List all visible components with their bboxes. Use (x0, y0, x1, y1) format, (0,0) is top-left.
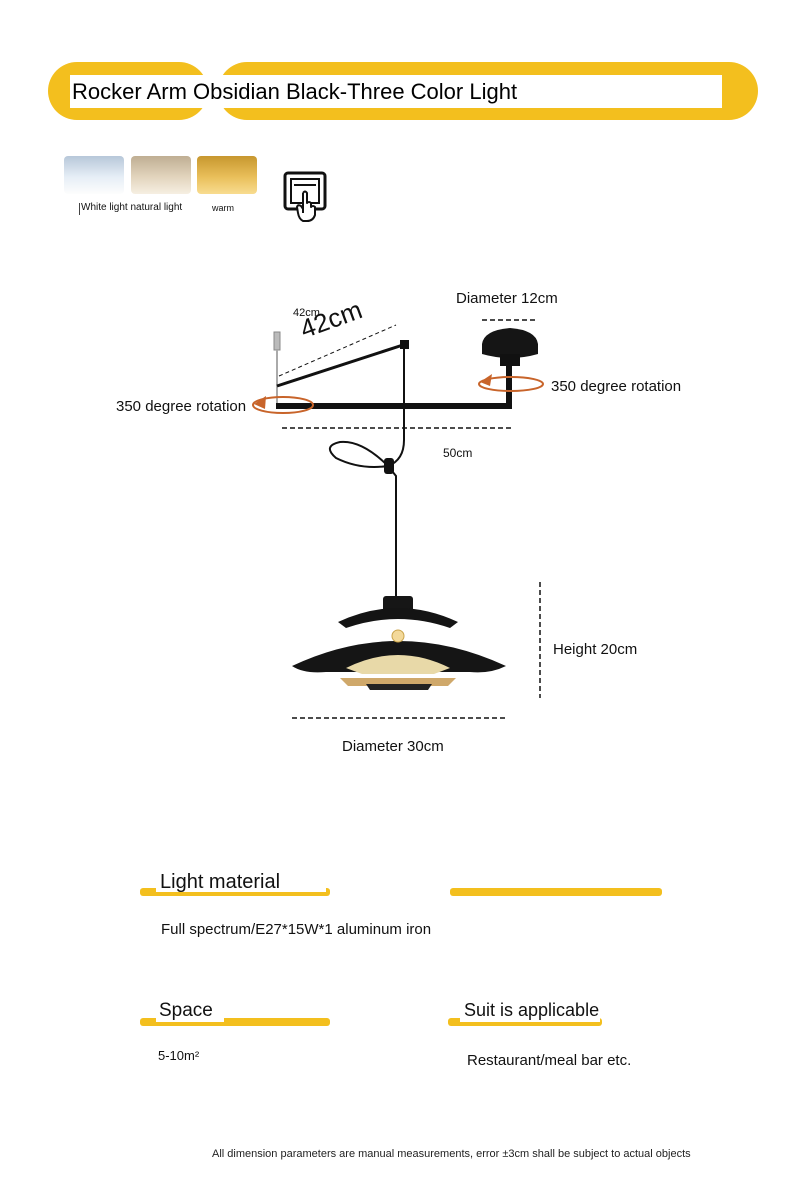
space-value: 5-10m² (158, 1048, 200, 1063)
caption-divider (79, 203, 80, 215)
pendant-cable (329, 348, 405, 600)
wall-hook (273, 331, 281, 351)
light-material-value: Full spectrum/E27*15W*1 aluminum iron (161, 921, 432, 938)
rotation-right-label: 350 degree rotation (551, 378, 682, 395)
light-material-bar-right (450, 888, 662, 896)
applicable-value: Restaurant/meal bar etc. (467, 1052, 632, 1069)
space-bar (140, 1018, 330, 1026)
ceiling-diameter-label: Diameter 12cm (456, 290, 558, 307)
space-title: Space (159, 1000, 213, 1021)
warm-caption: warm (212, 203, 234, 213)
support-rod (276, 342, 407, 388)
lamp-diagram (252, 319, 544, 719)
arm-50cm-label: 50cm (443, 446, 473, 460)
dimension-disclaimer: All dimension parameters are manual meas… (212, 1148, 691, 1160)
rocker-arm (276, 403, 512, 409)
page-title: Rocker Arm Obsidian Black-Three Color Li… (72, 79, 518, 104)
natural-light-swatch (131, 156, 191, 194)
warm-light-swatch (197, 156, 257, 194)
applicable-bar (448, 1018, 602, 1026)
shade-diameter-label: Diameter 30cm (342, 738, 444, 755)
height-label: Height 20cm (553, 641, 638, 658)
light-material-bar-left (140, 888, 330, 896)
ceiling-base (482, 328, 538, 358)
touch-switch-icon (283, 171, 327, 222)
applicable-title: Suit is applicable (464, 1000, 600, 1020)
rotation-left-label: 350 degree rotation (116, 398, 247, 415)
white-natural-caption: White light natural light (81, 202, 183, 213)
white-light-swatch (64, 156, 124, 194)
arm-length-small-label: 42cm (293, 307, 320, 319)
title-banner-inner (70, 75, 722, 108)
light-material-title: Light material (160, 871, 281, 893)
